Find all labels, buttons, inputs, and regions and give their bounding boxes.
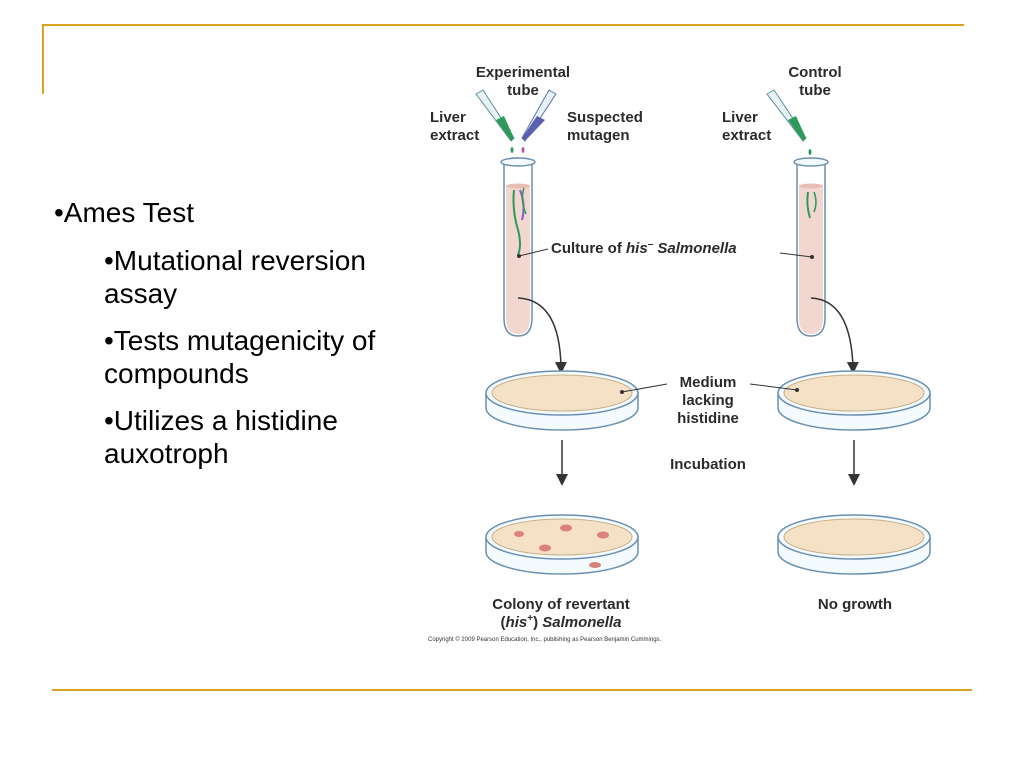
- bullet-tests-mutagenicity: •Tests mutagenicity of compounds: [104, 325, 376, 389]
- medium-label-1: Medium: [680, 374, 737, 391]
- culture-label: Culture of his– Salmonella: [551, 239, 737, 257]
- control-liver-extract-label-2: extract: [722, 127, 771, 144]
- incubation-label: Incubation: [670, 456, 746, 473]
- mutagen-pipette: [521, 89, 557, 142]
- bullet-histidine-auxotroph: •Utilizes a histidine auxotroph: [104, 405, 338, 469]
- petri-dish-no-growth: [777, 514, 931, 575]
- medium-label-3: histidine: [677, 410, 739, 427]
- medium-leader-line-left: [621, 383, 668, 393]
- control-test-tube: [793, 157, 829, 337]
- medium-label-2: lacking: [682, 392, 734, 409]
- colony: [597, 531, 609, 539]
- control-liver-extract-pipette: [766, 89, 812, 155]
- petri-dish-experimental: [485, 370, 639, 431]
- colony-label-1: Colony of revertant: [492, 596, 630, 613]
- suspected-mutagen-label-2: mutagen: [567, 127, 630, 144]
- control-tube-label-2: tube: [799, 82, 831, 99]
- left-rule: [42, 24, 44, 94]
- colony: [560, 524, 572, 532]
- bullet-list: •Ames Test •Mutational reversion assay •…: [54, 196, 414, 484]
- control-liver-extract-label-1: Liver: [722, 109, 758, 126]
- colony: [539, 544, 551, 552]
- arrow-tube-to-dish-control: [810, 297, 859, 374]
- culture-leader-dot-left: [517, 254, 521, 258]
- liver-extract-label-1: Liver: [430, 109, 466, 126]
- colony: [589, 562, 601, 568]
- colony: [514, 531, 524, 537]
- medium-leader-line-right: [749, 383, 798, 391]
- control-tube-label-1: Control: [788, 64, 841, 81]
- liver-extract-label-2: extract: [430, 127, 479, 144]
- arrow-tube-to-dish-experimental: [517, 297, 567, 374]
- bullet-ames-test: •Ames Test: [54, 197, 194, 228]
- revertant-colonies: [514, 524, 609, 568]
- petri-dish-control: [777, 370, 931, 431]
- medium-leader-dot-right: [795, 388, 799, 392]
- suspected-mutagen-label-1: Suspected: [567, 109, 643, 126]
- medium-leader-dot-left: [620, 390, 624, 394]
- experimental-tube-label-2: tube: [507, 82, 539, 99]
- drops-icon: [510, 147, 525, 153]
- copyright-text: Copyright © 2009 Pearson Education, Inc.…: [428, 636, 662, 643]
- experimental-tube-label-1: Experimental: [476, 64, 570, 81]
- culture-leader-line-left: [518, 248, 549, 257]
- culture-leader-line-right: [779, 252, 813, 258]
- bullet-mutational-reversion: •Mutational reversion assay: [104, 245, 366, 309]
- liver-extract-pipette: [475, 89, 515, 142]
- no-growth-label: No growth: [818, 596, 892, 613]
- petri-dish-colonies: [485, 514, 639, 575]
- experimental-test-tube: [500, 157, 536, 337]
- culture-leader-dot-right: [810, 255, 814, 259]
- bottom-rule: [52, 689, 972, 691]
- top-rule: [42, 24, 964, 26]
- colony-label-2: (his+) Salmonella: [501, 613, 622, 631]
